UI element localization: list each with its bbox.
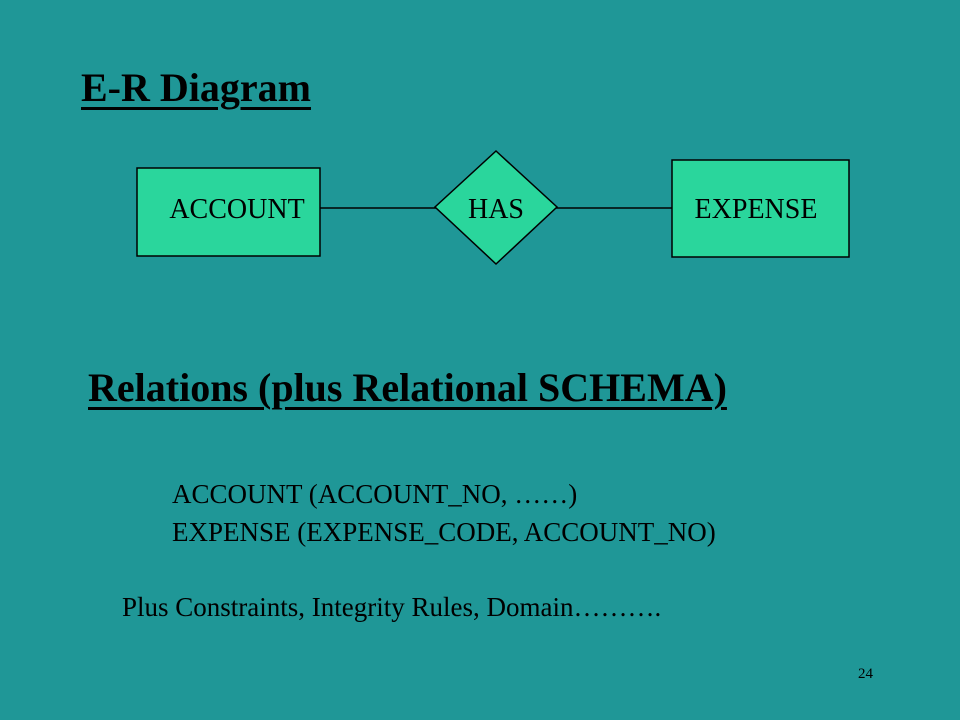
entity-account-label: ACCOUNT — [169, 194, 304, 225]
relationship-has-diamond — [433, 149, 559, 266]
schema-line-expense: EXPENSE (EXPENSE_CODE, ACCOUNT_NO) — [172, 517, 716, 547]
schema-line-account: ACCOUNT (ACCOUNT_NO, ……) — [172, 479, 578, 509]
entity-account-box — [136, 167, 321, 257]
constraints-note: Plus Constraints, Integrity Rules, Domai… — [122, 592, 662, 622]
relations-heading: Relations (plus Relational SCHEMA) — [88, 365, 727, 410]
page-number: 24 — [858, 666, 873, 682]
slide-title: E-R Diagram — [81, 65, 311, 110]
entity-expense-box — [671, 159, 850, 258]
relationship-has-label: HAS — [468, 194, 524, 225]
entity-expense-label: EXPENSE — [695, 194, 818, 225]
